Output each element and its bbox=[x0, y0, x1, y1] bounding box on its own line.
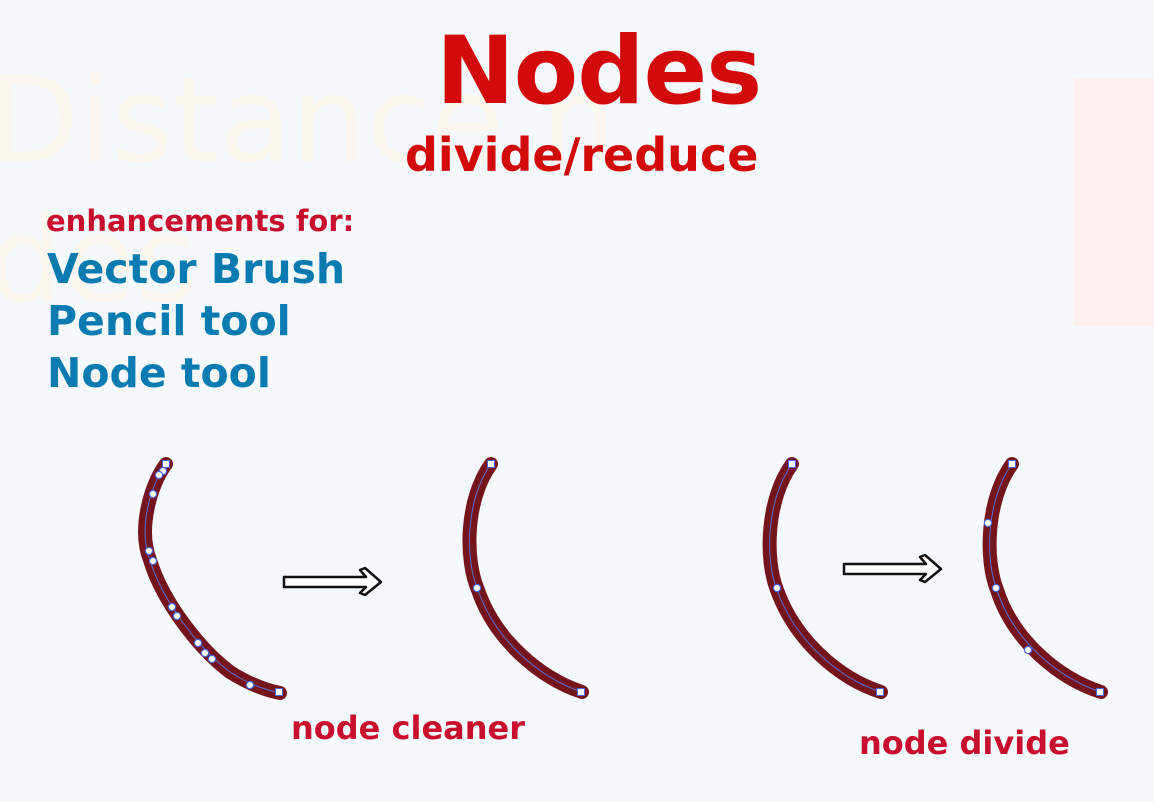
end-node-icon bbox=[162, 460, 170, 468]
feature-pencil-tool: Pencil tool bbox=[47, 297, 291, 345]
right-arrow-icon bbox=[282, 566, 383, 597]
node-point-icon bbox=[245, 680, 255, 690]
node-point-icon bbox=[983, 518, 993, 528]
background-text-line-1: Distance n bbox=[0, 51, 617, 189]
node-point-icon bbox=[193, 638, 203, 648]
node-point-icon bbox=[200, 648, 210, 658]
end-node-icon bbox=[1008, 460, 1016, 468]
node-point-icon bbox=[148, 489, 158, 499]
node-point-icon bbox=[167, 602, 177, 612]
feature-node-tool: Node tool bbox=[47, 349, 271, 397]
node-point-icon bbox=[172, 611, 182, 621]
page-subtitle: divide/reduce bbox=[405, 128, 759, 182]
node-point-icon bbox=[207, 654, 217, 664]
background-text-line-2: des bbox=[0, 191, 197, 329]
end-node-icon bbox=[577, 688, 585, 696]
node-point-icon bbox=[144, 546, 154, 556]
curve-before-clean bbox=[138, 457, 287, 700]
end-node-icon bbox=[275, 688, 283, 696]
node-point-icon bbox=[772, 583, 782, 593]
end-node-icon bbox=[1096, 688, 1104, 696]
node-point-icon bbox=[1023, 645, 1033, 655]
background-watermark-text: Distance n des bbox=[0, 50, 616, 330]
curve-after-clean bbox=[462, 457, 589, 699]
node-point-icon bbox=[991, 583, 1001, 593]
enhancements-label: enhancements for: bbox=[46, 204, 355, 238]
feature-vector-brush: Vector Brush bbox=[47, 245, 346, 293]
node-point-icon bbox=[154, 470, 164, 480]
end-node-icon bbox=[788, 460, 796, 468]
page-title: Nodes bbox=[436, 17, 762, 126]
right-arrow-icon bbox=[842, 553, 943, 584]
background-panel bbox=[1073, 78, 1154, 326]
curve-after-divide bbox=[982, 457, 1108, 699]
caption-node-cleaner: node cleaner bbox=[291, 709, 526, 747]
node-point-icon bbox=[472, 583, 482, 593]
caption-node-divide: node divide bbox=[859, 724, 1070, 762]
node-point-icon bbox=[148, 556, 158, 566]
end-node-icon bbox=[487, 460, 495, 468]
end-node-icon bbox=[876, 688, 884, 696]
curve-before-divide bbox=[762, 457, 888, 699]
